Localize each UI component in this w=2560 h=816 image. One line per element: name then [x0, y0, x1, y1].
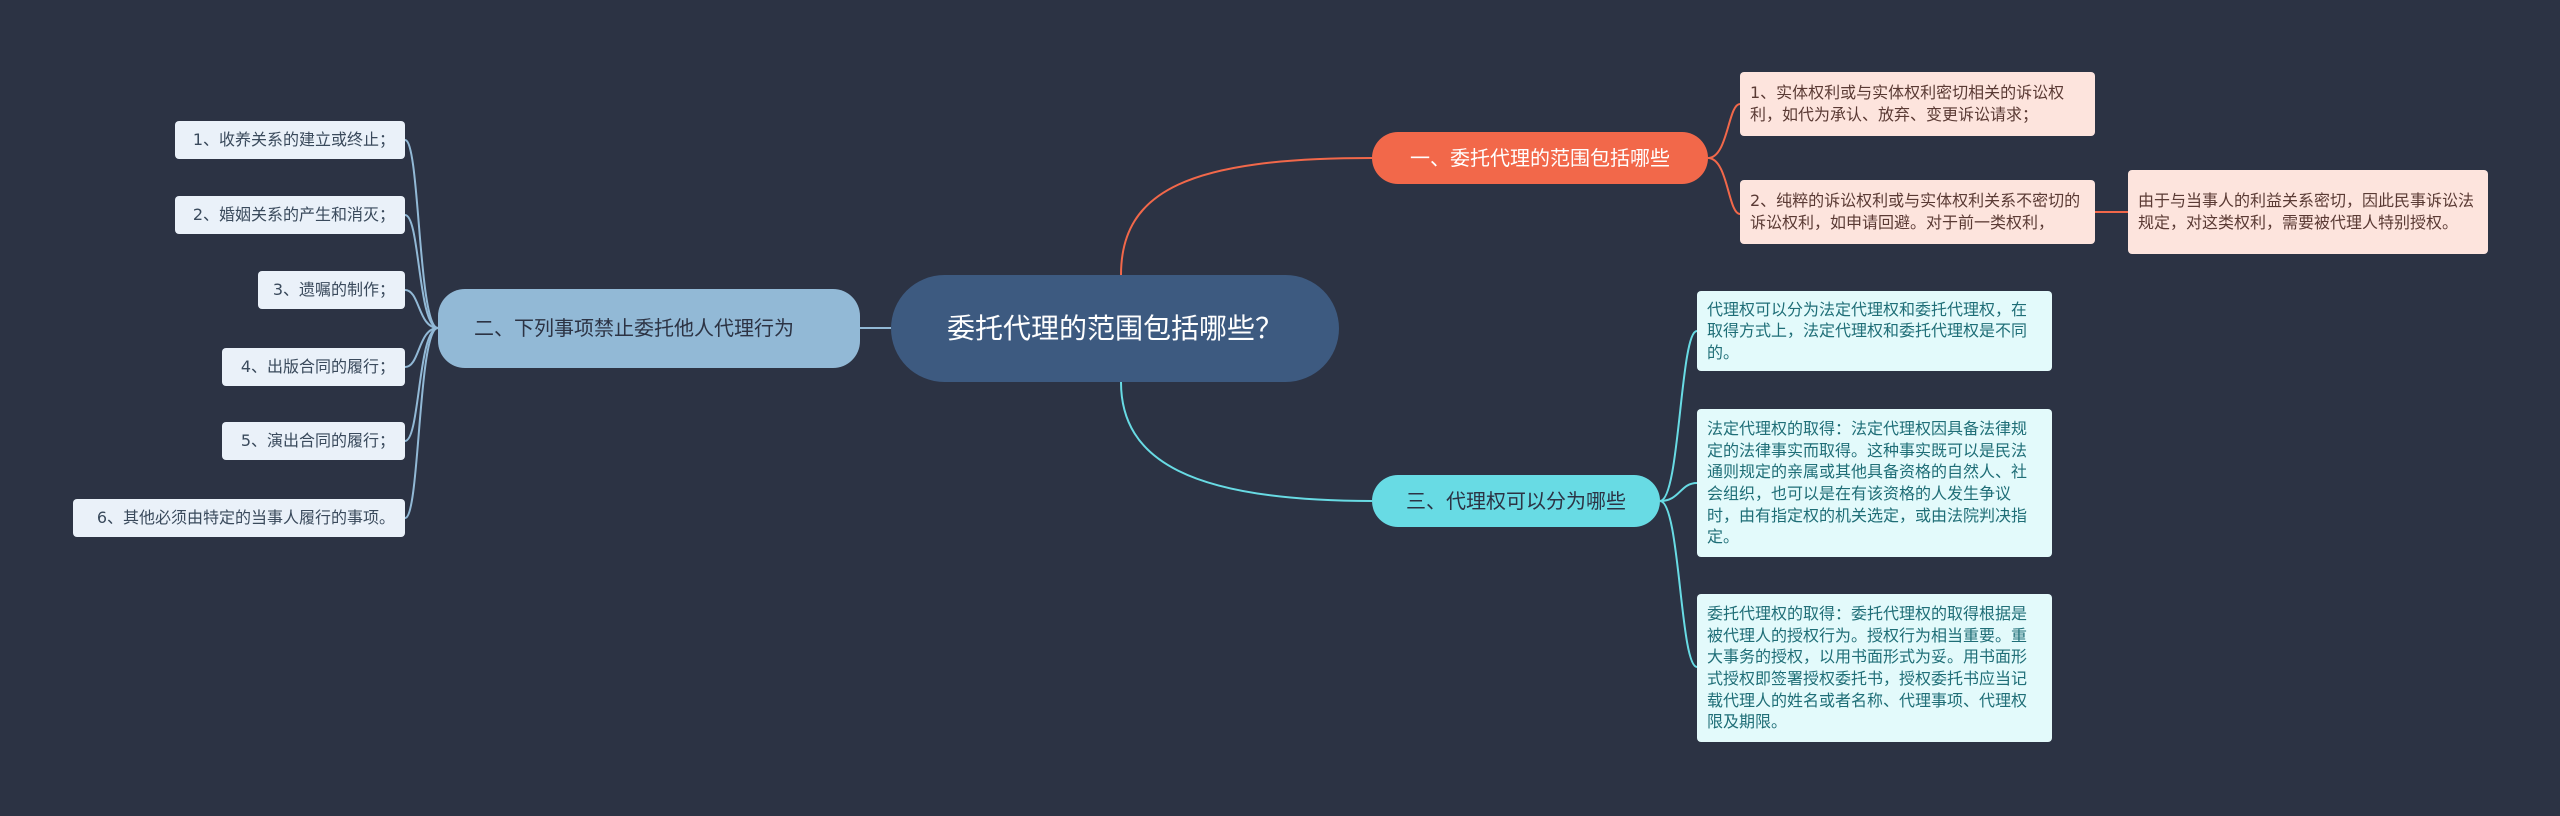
connector-prohibited-to-item-3	[404, 289, 439, 329]
connector-root-to-scope	[1120, 157, 1373, 276]
connector-prohibited-to-item-4	[404, 327, 439, 368]
prohibited-item-4[interactable]: 4、出版合同的履行；	[222, 348, 405, 386]
types-item-1[interactable]: 代理权可以分为法定代理权和委托代理权，在取得方式上，法定代理权和委托代理权是不同…	[1697, 291, 2052, 371]
root-topic[interactable]: 委托代理的范围包括哪些？	[891, 275, 1339, 382]
prohibited-item-1-text: 1、收养关系的建立或终止；	[192, 130, 395, 150]
prohibited-item-1[interactable]: 1、收养关系的建立或终止；	[175, 121, 405, 159]
connector-types-to-item-2	[1659, 482, 1698, 502]
scope-item-1-text: 1、实体权利或与实体权利密切相关的诉讼权利，如代为承认、放弃、变更诉讼请求；	[1750, 83, 2065, 124]
connector-scope-to-item-2	[1707, 157, 1741, 215]
scope-item-2-detail[interactable]: 由于与当事人的利益关系密切，因此民事诉讼法规定，对这类权利，需要被代理人特别授权…	[2128, 170, 2488, 254]
types-item-1-text: 代理权可以分为法定代理权和委托代理权，在取得方式上，法定代理权和委托代理权是不同…	[1707, 299, 2028, 362]
prohibited-item-5[interactable]: 5、演出合同的履行；	[222, 422, 405, 460]
connector-scope-to-item-1	[1707, 103, 1741, 159]
types-item-3[interactable]: 委托代理权的取得：委托代理权的取得根据是被代理人的授权行为。授权行为相当重要。重…	[1697, 594, 2052, 742]
connector-root-to-types	[1120, 381, 1373, 502]
prohibited-item-6[interactable]: 6、其他必须由特定的当事人履行的事项。	[73, 499, 405, 537]
types-item-2-text: 法定代理权的取得：法定代理权因具备法律规定的法律事实而取得。这种事实既可以是民法…	[1707, 419, 2028, 547]
prohibited-item-6-text: 6、其他必须由特定的当事人履行的事项。	[96, 508, 395, 528]
prohibited-item-3-text: 3、遗嘱的制作；	[272, 280, 395, 300]
connector-prohibited-to-item-1	[404, 139, 439, 329]
scope-item-1[interactable]: 1、实体权利或与实体权利密切相关的诉讼权利，如代为承认、放弃、变更诉讼请求；	[1740, 72, 2095, 136]
prohibited-item-2[interactable]: 2、婚姻关系的产生和消灭；	[175, 196, 405, 234]
scope-item-2-text: 2、纯粹的诉讼权利或与实体权利关系不密切的诉讼权利，如申请回避。对于前一类权利，	[1750, 191, 2081, 232]
branch-scope[interactable]: 一、委托代理的范围包括哪些	[1372, 132, 1708, 184]
branch-scope-label: 一、委托代理的范围包括哪些	[1410, 145, 1670, 170]
connector-prohibited-to-item-6	[404, 327, 439, 519]
prohibited-item-4-text: 4、出版合同的履行；	[240, 357, 395, 377]
branch-types-label: 三、代理权可以分为哪些	[1406, 488, 1626, 513]
prohibited-item-2-text: 2、婚姻关系的产生和消灭；	[192, 205, 395, 225]
branch-prohibited[interactable]: 二、下列事项禁止委托他人代理行为	[438, 289, 860, 368]
branch-prohibited-label: 二、下列事项禁止委托他人代理行为	[474, 316, 794, 340]
root-topic-label: 委托代理的范围包括哪些？	[946, 311, 1283, 345]
branch-types[interactable]: 三、代理权可以分为哪些	[1372, 475, 1660, 527]
connector-prohibited-to-item-5	[404, 327, 439, 442]
scope-item-2-detail-text: 由于与当事人的利益关系密切，因此民事诉讼法规定，对这类权利，需要被代理人特别授权…	[2138, 191, 2475, 232]
connector-types-to-item-1	[1659, 330, 1698, 502]
types-item-3-text: 委托代理权的取得：委托代理权的取得根据是被代理人的授权行为。授权行为相当重要。重…	[1707, 604, 2028, 732]
connector-prohibited-to-item-2	[404, 214, 439, 329]
types-item-2[interactable]: 法定代理权的取得：法定代理权因具备法律规定的法律事实而取得。这种事实既可以是民法…	[1697, 409, 2052, 557]
connector-types-to-item-3	[1659, 500, 1698, 668]
prohibited-item-3[interactable]: 3、遗嘱的制作；	[258, 271, 405, 309]
scope-item-2[interactable]: 2、纯粹的诉讼权利或与实体权利关系不密切的诉讼权利，如申请回避。对于前一类权利，	[1740, 180, 2095, 244]
prohibited-item-5-text: 5、演出合同的履行；	[240, 431, 395, 451]
